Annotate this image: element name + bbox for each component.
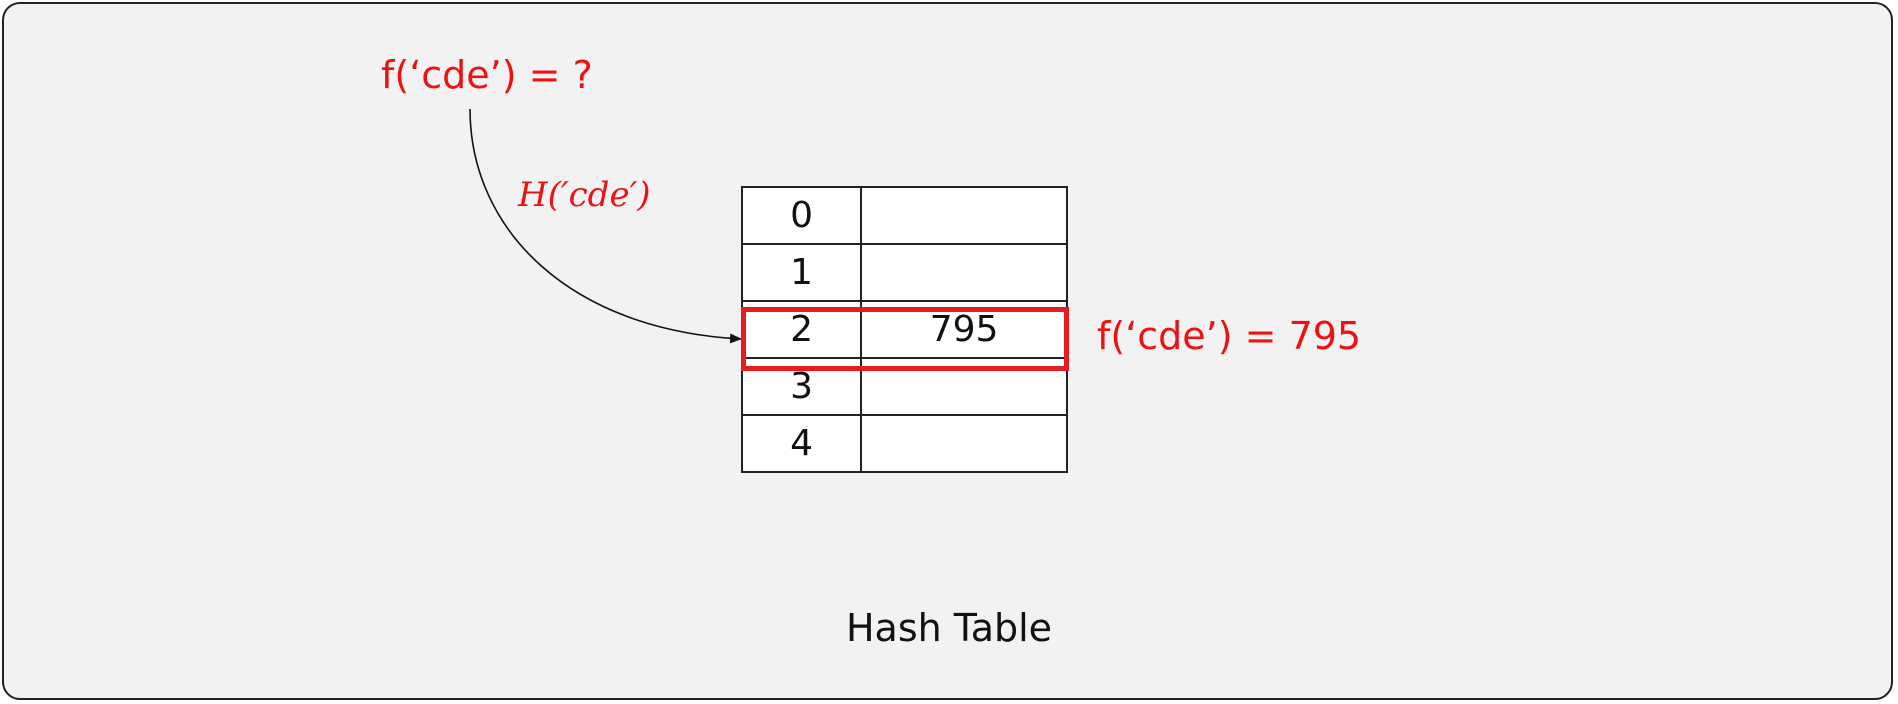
hash-arrow-path	[469, 108, 742, 344]
highlighted-row-box	[741, 307, 1069, 371]
diagram-caption: Hash Table	[845, 606, 1053, 650]
table-row: 4	[740, 414, 1068, 473]
result-label: f(‘cde’) = 795	[1097, 314, 1362, 358]
row-index: 0	[740, 186, 863, 245]
table-row: 1	[740, 243, 1068, 302]
row-value	[860, 414, 1068, 473]
row-index: 1	[740, 243, 863, 302]
table-row: 0	[740, 186, 1068, 245]
row-index: 4	[740, 414, 863, 473]
hash-function-label: H(′cde′)	[518, 175, 651, 215]
row-value	[860, 186, 1068, 245]
query-label: f(‘cde’) = ?	[381, 53, 593, 97]
row-value	[860, 243, 1068, 302]
